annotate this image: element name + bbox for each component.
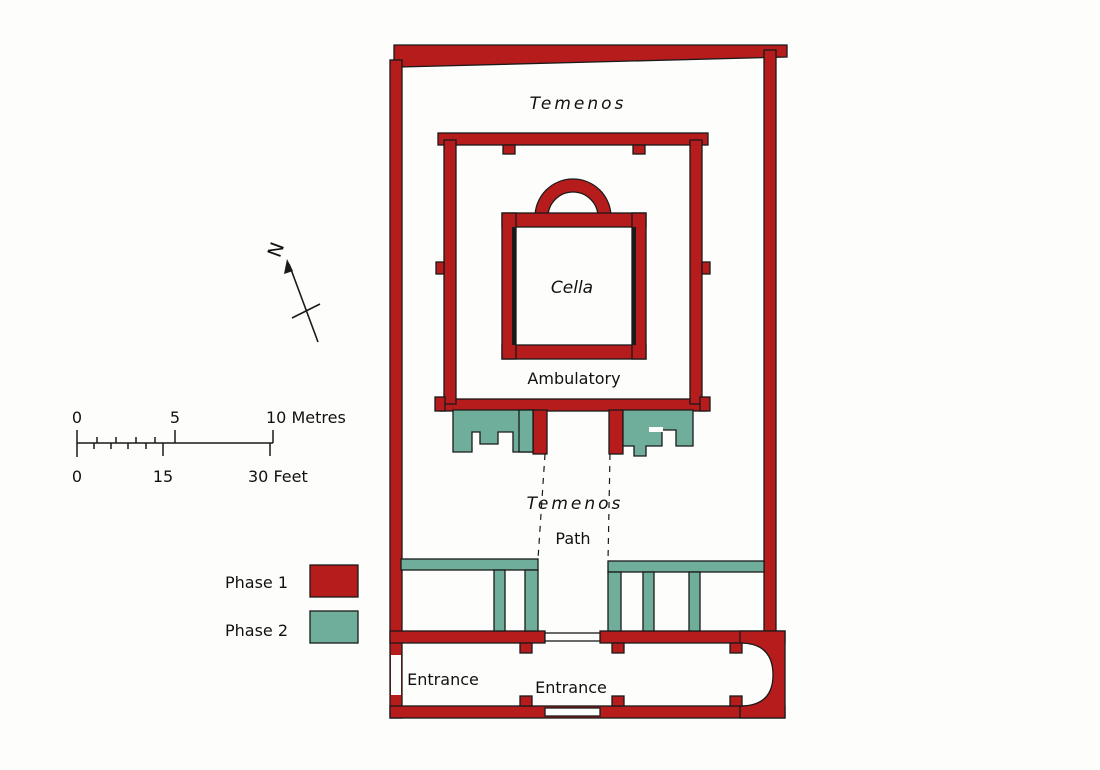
temenos-path-lines [537,453,611,562]
north-arrow-crossbar [291,303,321,319]
legend-label-phase1: Phase 1 [225,573,288,592]
phase2-porch-rooms [452,409,694,457]
west-doorway [391,655,401,695]
cella [501,178,647,360]
temenos-wall-north [393,44,788,68]
ambulatory-label: Ambulatory [527,369,620,388]
scale-bar: 0 5 10 Metres 0 15 30 Feet [72,408,346,486]
scale-metres-5: 5 [170,408,180,427]
entrance-pier [611,642,625,654]
entrance-pier [611,695,625,707]
north-arrow-head [284,259,293,274]
north-arrow: N [264,240,321,343]
scale-metres-10: 10 Metres [266,408,346,427]
porch-room-east [622,409,694,457]
scale-feet-30: 30 Feet [248,467,308,486]
temple-plan: Temenos Cella Ambulatory Temenos Path En… [389,44,788,719]
cella-apse [534,178,612,218]
temenos-wall-west [389,59,403,719]
path-label: Path [555,529,590,548]
entrance-cross-wall [389,630,786,719]
entrance-label-left: Entrance [407,670,479,689]
scale-feet-0: 0 [72,467,82,486]
north-arrow-shaft [288,263,319,343]
scale-feet-15: 15 [153,467,173,486]
legend: Phase 1 Phase 2 [225,564,359,644]
cella-label: Cella [551,278,593,298]
legend-swatch-phase1 [309,564,359,598]
entrance-wall-left [389,630,546,644]
entrance-pier [519,642,533,654]
entrance-pier [519,695,533,707]
scale-metres-0: 0 [72,408,82,427]
entrance-label-center: Entrance [535,678,607,697]
phase2-stoa-west [400,558,539,632]
entrance-apse [739,630,786,719]
porch-walls [532,409,624,455]
north-label: N [264,240,290,261]
temenos-label-top: Temenos [530,94,627,114]
legend-label-phase2: Phase 2 [225,621,288,640]
entrance-pier [729,695,743,707]
legend-swatch-phase2 [309,610,359,644]
entrance-gate-top [544,632,601,642]
ambulatory-walls [434,132,711,412]
temenos-wall-east [763,49,777,635]
entrance-pier [729,642,743,654]
entrance-gate-bottom [544,707,601,717]
phase2-stoa-east [607,560,765,632]
temenos-label-mid: Temenos [527,494,624,514]
